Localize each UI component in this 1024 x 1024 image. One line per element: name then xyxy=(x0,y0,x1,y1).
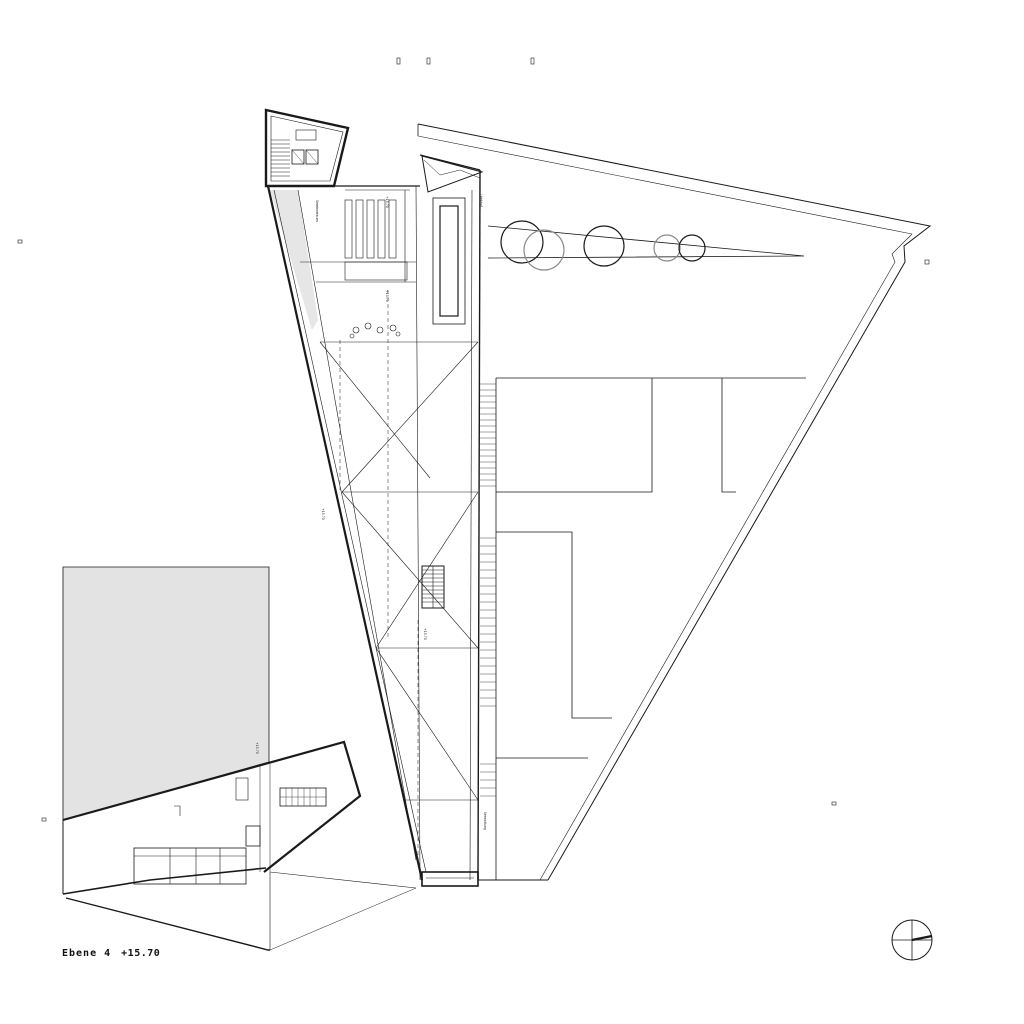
svg-text:Lichthof: Lichthof xyxy=(479,194,483,208)
floor-level-label: Ebene 4 +15.70 xyxy=(62,948,160,959)
svg-text:+15.70: +15.70 xyxy=(385,196,389,208)
svg-text:+15.70: +15.70 xyxy=(255,742,259,754)
main-wedge-building xyxy=(266,154,481,887)
stair-core xyxy=(264,108,350,188)
central-stair xyxy=(421,565,445,609)
furniture-circles xyxy=(349,322,401,339)
wedge-top-hatch xyxy=(270,190,318,330)
lower-left-building xyxy=(62,740,417,951)
seating-rows xyxy=(344,189,410,282)
svg-text:+15.70: +15.70 xyxy=(423,628,427,640)
dimension-annotations: +15.70 +15.70 Seminarraum Lichthof +15.7… xyxy=(255,194,487,830)
right-site-outline xyxy=(417,123,932,881)
svg-text:+15.70: +15.70 xyxy=(321,508,325,520)
tree-symbols xyxy=(500,220,706,271)
svg-text:+15.70: +15.70 xyxy=(385,290,389,302)
stepped-edges xyxy=(480,383,496,797)
adjacent-building-hatch xyxy=(62,566,270,821)
svg-text:Verwaltung: Verwaltung xyxy=(483,812,487,830)
top-courtyard-triangle xyxy=(421,155,484,193)
north-arrow-icon xyxy=(891,919,933,961)
svg-text:Seminarraum: Seminarraum xyxy=(315,200,319,222)
floor-elevation: +15.70 xyxy=(121,948,161,959)
skylight xyxy=(432,197,466,325)
floor-name: Ebene 4 xyxy=(62,948,112,959)
axis-markers xyxy=(17,57,930,822)
